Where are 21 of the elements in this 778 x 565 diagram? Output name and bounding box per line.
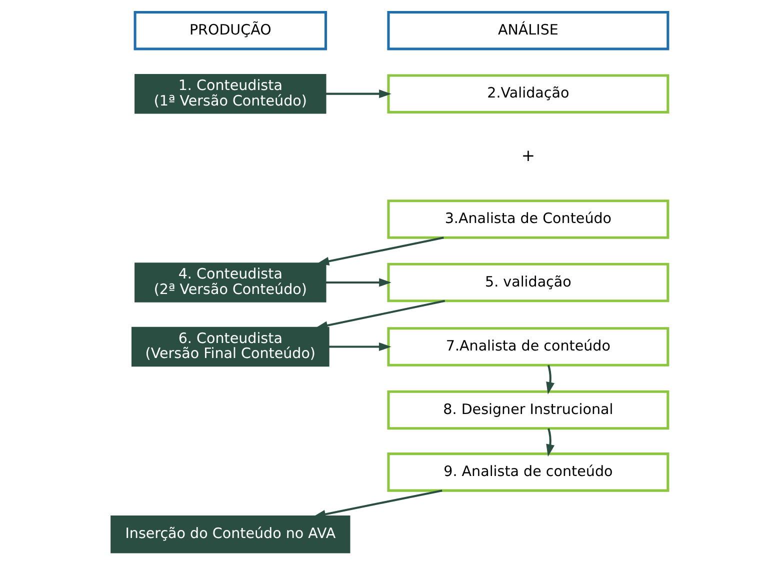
arrow: [325, 90, 391, 98]
arrow: [325, 278, 391, 287]
arrow: [546, 364, 554, 394]
node-box: 9. Analista de conteúdo: [386, 452, 669, 492]
node-box: 3.Analista de Conteúdo: [386, 200, 669, 239]
node-box: 8. Designer Instrucional: [386, 390, 669, 430]
node-box: ANÁLISE: [386, 10, 669, 50]
node-box: 2.Validação: [386, 74, 669, 114]
node-box: 4. Conteudista (2ª Versão Conteúdo): [134, 262, 326, 302]
node-box: 7.Analista de conteúdo: [386, 327, 669, 366]
arrow: [546, 428, 554, 457]
arrow: [314, 300, 445, 330]
node-box: Inserção do Conteúdo no AVA: [110, 516, 350, 554]
arrow: [312, 490, 442, 518]
label: +: [520, 146, 535, 165]
arrow: [316, 236, 444, 266]
node-box: 5. validação: [386, 262, 669, 302]
arrow: [328, 342, 391, 352]
node-box: 1. Conteudista (1ª Versão Conteúdo): [134, 74, 326, 114]
node-box: PRODUÇÃO: [133, 10, 327, 50]
node-box: 6. Conteudista (Versão Final Conteúdo): [130, 326, 329, 367]
